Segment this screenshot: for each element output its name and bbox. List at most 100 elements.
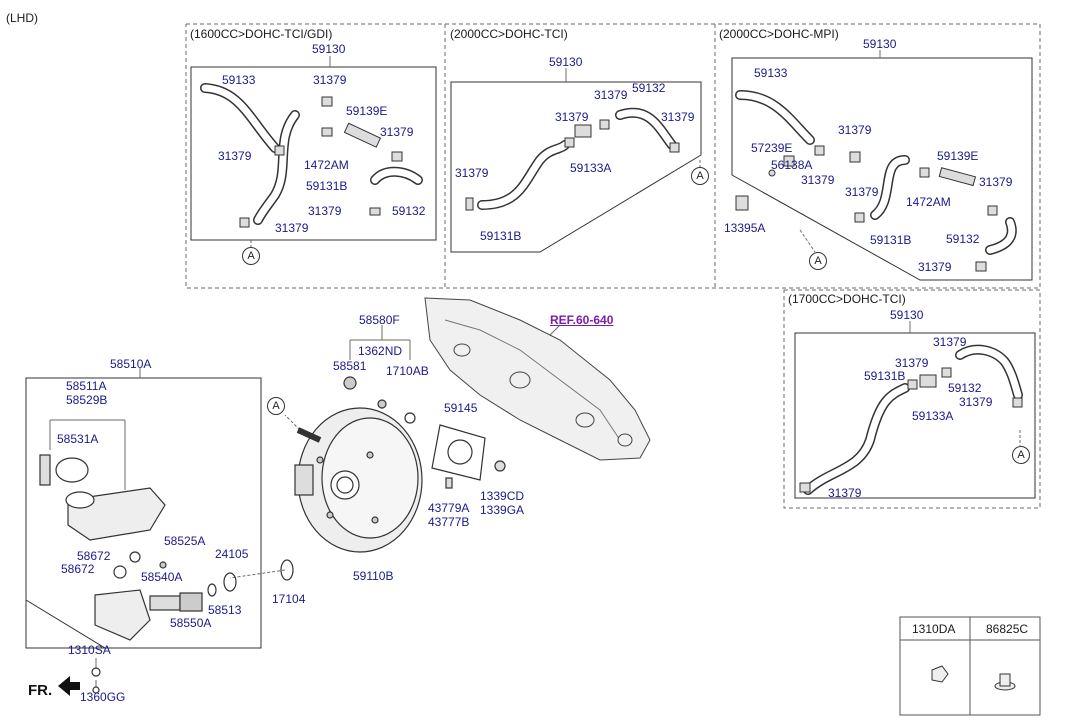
- part-label[interactable]: 58513: [208, 603, 242, 617]
- part-label[interactable]: 59130: [863, 37, 897, 51]
- part-label[interactable]: 59131B: [870, 233, 912, 247]
- part-label[interactable]: 59130: [890, 308, 924, 322]
- part-label[interactable]: 58531A: [57, 432, 99, 446]
- part-label[interactable]: 31379: [308, 204, 342, 218]
- part-label[interactable]: 31379: [594, 88, 628, 102]
- part-label[interactable]: 1360GG: [80, 690, 126, 704]
- part-label[interactable]: 1362ND: [358, 344, 403, 358]
- part-label[interactable]: 31379: [380, 125, 414, 139]
- part-label[interactable]: 43779A: [428, 501, 470, 515]
- part-label[interactable]: 24105: [215, 547, 249, 561]
- legend-header-2: 86825C: [986, 622, 1029, 636]
- part-label[interactable]: 58672: [77, 549, 111, 563]
- part-label[interactable]: 59132: [948, 381, 982, 395]
- part-label[interactable]: 59139E: [937, 149, 979, 163]
- part-label[interactable]: 31379: [455, 166, 489, 180]
- part-label[interactable]: 31379: [661, 110, 695, 124]
- part-label[interactable]: 58672: [61, 562, 95, 576]
- part-label[interactable]: 31379: [933, 335, 967, 349]
- check-valve-icon: [938, 167, 977, 187]
- part-label[interactable]: 31379: [801, 173, 835, 187]
- part-label[interactable]: 31379: [275, 221, 309, 235]
- front-direction-label: FR.: [28, 682, 53, 699]
- part-label[interactable]: 58510A: [110, 357, 152, 371]
- part-label[interactable]: 59132: [946, 232, 980, 246]
- reference-link[interactable]: REF.60-640: [550, 313, 614, 327]
- group-title-2000-mpi: (2000CC>DOHC-MPI): [719, 27, 839, 41]
- connector-marker: A: [691, 167, 709, 185]
- o-ring-17104: [280, 559, 294, 581]
- clamp-icon: [783, 155, 795, 167]
- check-valve-icon: [574, 124, 592, 138]
- clamp-icon: [799, 482, 811, 493]
- part-label[interactable]: 31379: [895, 356, 929, 370]
- clamp-icon: [987, 205, 998, 216]
- part-label[interactable]: 1472AM: [906, 195, 951, 209]
- part-label[interactable]: 58525A: [164, 534, 206, 548]
- master-cylinder-shape: [39, 454, 203, 694]
- part-label[interactable]: 59130: [312, 42, 346, 56]
- clamp-icon: [321, 127, 333, 137]
- clamp-icon: [854, 212, 865, 223]
- part-label[interactable]: 31379: [979, 175, 1013, 189]
- part-label[interactable]: 59133A: [912, 409, 954, 423]
- part-label[interactable]: 59133: [754, 66, 788, 80]
- part-label[interactable]: 31379: [218, 149, 252, 163]
- clamp-icon: [599, 119, 610, 130]
- part-label[interactable]: 31379: [555, 110, 589, 124]
- legend-header-1: 1310DA: [912, 622, 956, 636]
- part-label[interactable]: 58580F: [359, 313, 400, 327]
- part-label[interactable]: 43777B: [428, 515, 470, 529]
- part-label[interactable]: 1710AB: [386, 364, 429, 378]
- group-title-2000-tci: (2000CC>DOHC-TCI): [450, 27, 568, 41]
- part-label[interactable]: 17104: [272, 592, 306, 606]
- bolt-icon: [735, 195, 749, 211]
- part-label[interactable]: 58529B: [66, 393, 108, 407]
- variant-label: (LHD): [6, 11, 38, 25]
- part-label[interactable]: 58550A: [170, 616, 212, 630]
- part-label[interactable]: 31379: [828, 486, 862, 500]
- connector-marker: A: [809, 252, 827, 270]
- clamp-icon: [1012, 397, 1023, 408]
- clamp-icon: [919, 167, 930, 178]
- part-label[interactable]: 31379: [838, 123, 872, 137]
- part-label[interactable]: 59132: [632, 81, 666, 95]
- part-label[interactable]: 58581: [333, 359, 367, 373]
- clamp-icon: [391, 151, 403, 162]
- part-label[interactable]: 1310SA: [68, 643, 111, 657]
- part-label[interactable]: 58540A: [141, 570, 183, 584]
- clamp-icon: [975, 261, 987, 272]
- clamp-icon: [239, 217, 250, 228]
- clamp-icon: [849, 151, 861, 163]
- clamp-icon: [274, 145, 285, 156]
- part-label[interactable]: 31379: [918, 260, 952, 274]
- part-label[interactable]: 59130: [549, 55, 583, 69]
- part-label[interactable]: 1472AM: [304, 158, 349, 172]
- part-label[interactable]: 59131B: [480, 229, 522, 243]
- part-label[interactable]: 59131B: [864, 369, 906, 383]
- seal-58513: [207, 583, 217, 597]
- clamp-icon: [321, 96, 333, 107]
- part-label[interactable]: 57239E: [751, 141, 793, 155]
- o-ring-24105: [223, 572, 237, 592]
- part-label[interactable]: 31379: [845, 185, 879, 199]
- part-label[interactable]: 59145: [444, 401, 478, 415]
- part-label[interactable]: 31379: [313, 73, 347, 87]
- part-label[interactable]: 56138A: [771, 158, 813, 172]
- part-label[interactable]: 59110B: [353, 569, 394, 583]
- part-label[interactable]: 1339GA: [480, 503, 525, 517]
- part-label[interactable]: 59133A: [570, 161, 612, 175]
- part-label[interactable]: 59139E: [346, 104, 388, 118]
- part-label[interactable]: 13395A: [724, 221, 766, 235]
- part-label[interactable]: 59132: [392, 204, 426, 218]
- connector-marker: A: [242, 247, 260, 265]
- part-label[interactable]: 31379: [959, 395, 993, 409]
- part-label[interactable]: 59131B: [306, 179, 348, 193]
- part-label[interactable]: 58511A: [66, 379, 107, 393]
- part-label[interactable]: 59133: [222, 73, 256, 87]
- group-title-1700: (1700CC>DOHC-TCI): [788, 292, 906, 306]
- part-label[interactable]: 1339CD: [480, 489, 525, 503]
- group-frame-top: [185, 23, 1041, 289]
- nut-icon: [931, 665, 949, 683]
